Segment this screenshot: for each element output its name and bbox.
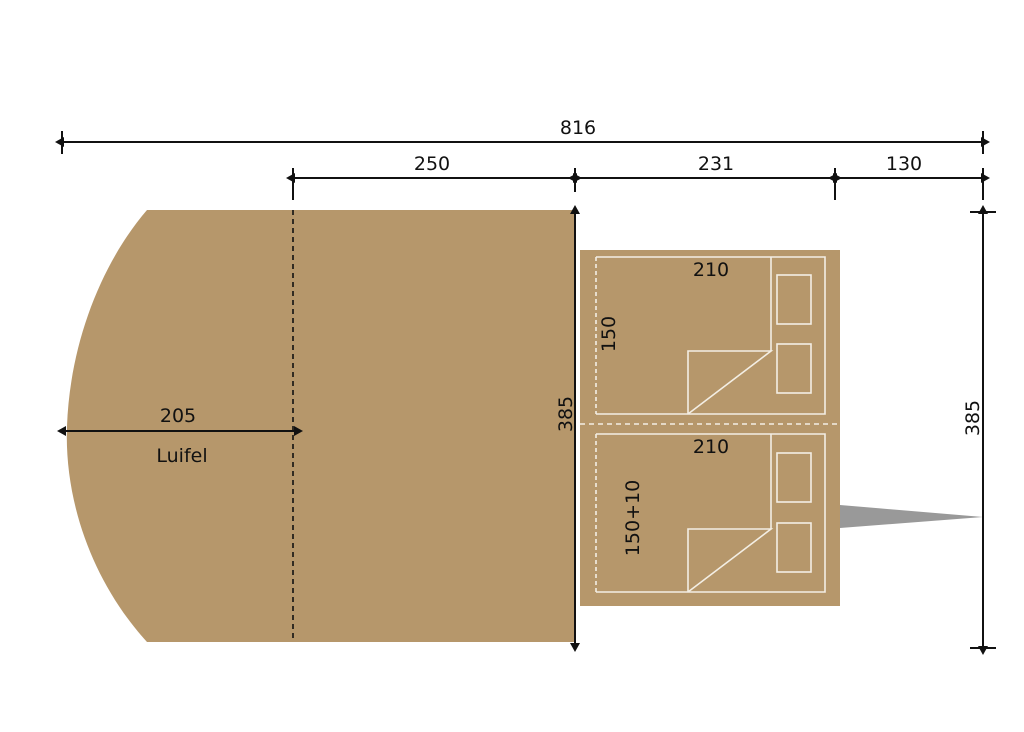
label-bedroom-section: 231 bbox=[698, 153, 734, 175]
pillow bbox=[776, 343, 812, 394]
pillow bbox=[776, 274, 812, 325]
label-awning-depth: 205 bbox=[160, 405, 196, 427]
pillow bbox=[776, 452, 812, 503]
awning-area bbox=[66, 210, 575, 642]
bed-1 bbox=[595, 256, 826, 415]
bed-2-length: 210 bbox=[693, 436, 729, 458]
bed-1-width: 150 bbox=[598, 316, 620, 352]
label-total-length: 816 bbox=[560, 117, 596, 139]
bed-2-width: 150+10 bbox=[622, 480, 644, 556]
bed-1-length: 210 bbox=[693, 259, 729, 281]
bed-2 bbox=[595, 433, 826, 593]
tail-guy-shape bbox=[840, 505, 983, 528]
label-awning-section: 250 bbox=[414, 153, 450, 175]
pillow bbox=[776, 522, 812, 573]
label-height-right: 385 bbox=[962, 400, 984, 436]
label-height-middle: 385 bbox=[555, 396, 577, 432]
label-awning: Luifel bbox=[156, 445, 207, 467]
label-tail-section: 130 bbox=[886, 153, 922, 175]
bedroom-block bbox=[580, 250, 840, 606]
